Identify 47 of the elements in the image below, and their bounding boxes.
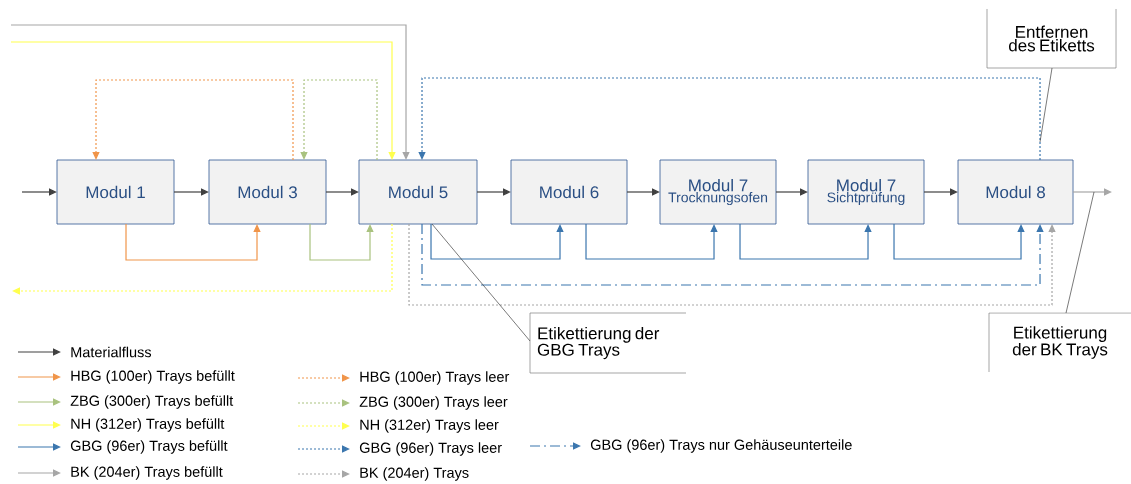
arrow [476, 188, 511, 196]
arrow [893, 223, 1025, 260]
leader-line [1039, 67, 1053, 143]
callout-box: Etikettierung der GBG Trays [529, 312, 687, 374]
arrow [408, 223, 1056, 306]
callout-box: Etikettierung der BK Trays [988, 312, 1131, 373]
legend-label: GBG (96er) Trays nur Gehäuseunterteile [590, 439, 852, 453]
process-box: Modul 8 [957, 159, 1074, 225]
legend-label: HBG (100er) Trays leer [360, 371, 510, 385]
process-box: Modul 6 [510, 159, 628, 225]
arrow [300, 79, 378, 161]
arrow [173, 188, 209, 196]
arrow [21, 188, 57, 196]
arrow [92, 79, 294, 161]
legend-label: NH (312er) Trays leer [360, 419, 499, 433]
legend-label: ZBG (300er) Trays befüllt [70, 395, 234, 409]
legend-label: BK (204er) Trays [360, 467, 469, 481]
legend-label: ZBG (300er) Trays leer [359, 396, 508, 410]
arrow [626, 188, 660, 196]
process-box: Modul 7 Trocknungsofen [659, 159, 777, 225]
arrow [585, 223, 718, 260]
legend-label: HBG (100er) Trays befüllt [71, 370, 235, 384]
arrow [1072, 188, 1112, 196]
arrow [309, 223, 374, 261]
arrow [12, 223, 393, 295]
process-box: Modul 1 [56, 159, 175, 225]
process-box: Modul 7 Sichtprüfung [807, 159, 925, 225]
arrow [775, 188, 808, 196]
arrow [10, 24, 410, 160]
legend-label: NH (312er) Trays befüllt [71, 418, 225, 432]
arrow [739, 223, 872, 260]
leader-line [1065, 191, 1095, 314]
process-box: Modul 5 [358, 159, 478, 225]
legend-label: BK (204er) Trays befüllt [71, 466, 223, 480]
leader-line [431, 223, 531, 342]
legend-label: GBG (96er) Trays befüllt [70, 440, 228, 454]
arrow [325, 188, 359, 196]
arrow [923, 188, 958, 196]
process-box: Modul 3 [208, 159, 327, 225]
arrow [10, 41, 396, 160]
arrow [430, 223, 564, 260]
arrow [418, 77, 1041, 161]
legend-label: Materialfluss [71, 346, 152, 358]
arrow [125, 223, 261, 261]
callout-box: Entfernen des Etiketts [986, 8, 1117, 69]
legend-label: GBG (96er) Trays leer [359, 442, 502, 456]
arrow [421, 223, 1044, 286]
